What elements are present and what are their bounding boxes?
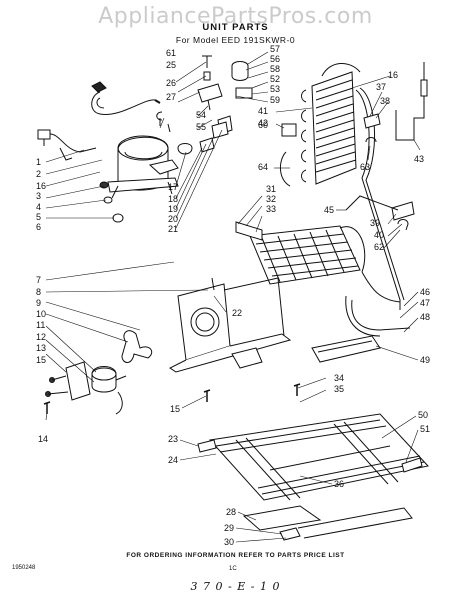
callout-34: 34 bbox=[334, 373, 344, 383]
callout-8: 8 bbox=[36, 287, 41, 297]
callout-37: 37 bbox=[376, 82, 386, 92]
callout-7: 7 bbox=[36, 275, 41, 285]
callout-29: 29 bbox=[224, 523, 234, 533]
diagram-title: UNIT PARTS bbox=[202, 22, 269, 33]
callout-40: 40 bbox=[374, 230, 384, 240]
callout-38: 38 bbox=[380, 96, 390, 106]
callout-48: 48 bbox=[420, 312, 430, 322]
model-line: For Model EED 191SKWR-0 bbox=[175, 35, 296, 45]
handwritten-code: 3 7 0 - E - 1 0 bbox=[190, 580, 281, 593]
callout-45: 45 bbox=[324, 205, 334, 215]
callout-labels: 1 2 3 4 5 6 7 8 9 10 11 12 13 14 15 16 1… bbox=[36, 44, 430, 547]
callout-11: 11 bbox=[36, 320, 45, 330]
power-cord bbox=[91, 81, 161, 115]
callout-39: 39 bbox=[370, 218, 380, 228]
callout-58: 58 bbox=[270, 64, 280, 74]
callout-53: 53 bbox=[270, 84, 280, 94]
wire-harness bbox=[37, 129, 97, 161]
compressor bbox=[107, 135, 179, 199]
suction-line bbox=[345, 195, 411, 337]
callout-49: 49 bbox=[420, 355, 430, 365]
ordering-footer: FOR ORDERING INFORMATION REFER TO PARTS … bbox=[126, 552, 345, 559]
callout-1: 1 bbox=[36, 157, 41, 167]
base-frame bbox=[197, 413, 429, 541]
callout-23: 23 bbox=[168, 434, 178, 444]
callout-25: 25 bbox=[166, 60, 176, 70]
callout-16: 16 bbox=[36, 181, 46, 191]
callout-4: 4 bbox=[36, 202, 41, 212]
document-number: 1950248 bbox=[12, 565, 36, 571]
callout-14: 14 bbox=[38, 434, 48, 444]
callout-20: 20 bbox=[168, 214, 178, 224]
callout-62: 62 bbox=[374, 242, 384, 252]
callout-12: 12 bbox=[36, 332, 46, 342]
page-mark: 1C bbox=[229, 566, 237, 572]
evaporator-coil bbox=[235, 221, 401, 303]
drier-tube bbox=[395, 62, 428, 141]
callout-42: 42 bbox=[258, 118, 268, 128]
callout-36: 36 bbox=[334, 479, 344, 489]
callout-leader-lines bbox=[45, 51, 421, 543]
callout-15: 15 bbox=[36, 355, 46, 365]
callout-47: 47 bbox=[420, 298, 430, 308]
callout-61: 61 bbox=[166, 48, 176, 58]
callout-50: 50 bbox=[418, 410, 428, 420]
callout-5: 5 bbox=[36, 212, 41, 222]
callout-41: 41 bbox=[258, 106, 268, 116]
fan-motor-assembly bbox=[45, 330, 153, 415]
callout-9: 9 bbox=[36, 298, 41, 308]
drain-pan bbox=[311, 335, 381, 363]
callout-46: 46 bbox=[420, 287, 430, 297]
callout-52: 52 bbox=[270, 74, 280, 84]
callout-21: 21 bbox=[168, 224, 178, 234]
callout-22: 22 bbox=[232, 308, 242, 318]
callout-60: 60 bbox=[258, 120, 268, 130]
callout-19: 19 bbox=[168, 204, 178, 214]
callout-17: 17 bbox=[168, 182, 178, 192]
callout-35: 35 bbox=[334, 384, 344, 394]
callout-43: 43 bbox=[414, 154, 424, 164]
watermark: AppliancePartsPros.com bbox=[98, 4, 373, 29]
callout-54: 54 bbox=[196, 110, 206, 120]
callout-32: 32 bbox=[266, 194, 276, 204]
callout-16-upper: 16 bbox=[388, 70, 398, 80]
callout-6: 6 bbox=[36, 222, 41, 232]
callout-3: 3 bbox=[36, 191, 41, 201]
callout-56: 56 bbox=[270, 54, 280, 64]
callout-13: 13 bbox=[36, 343, 46, 353]
callout-31: 31 bbox=[266, 184, 276, 194]
fan-shroud bbox=[169, 277, 292, 373]
callout-64: 64 bbox=[258, 162, 268, 172]
condenser-coil bbox=[281, 63, 405, 310]
callout-26: 26 bbox=[166, 78, 176, 88]
callout-63: 63 bbox=[360, 162, 370, 172]
relay-and-overload-parts bbox=[156, 55, 253, 155]
callout-30: 30 bbox=[224, 537, 234, 547]
callout-33: 33 bbox=[266, 204, 276, 214]
callout-57: 57 bbox=[270, 44, 280, 54]
tube-clips bbox=[280, 113, 415, 231]
callout-2: 2 bbox=[36, 169, 41, 179]
callout-24: 24 bbox=[168, 455, 178, 465]
callout-15-lower: 15 bbox=[170, 404, 180, 414]
callout-27: 27 bbox=[166, 92, 176, 102]
callout-10: 10 bbox=[36, 309, 46, 319]
callout-59: 59 bbox=[270, 95, 280, 105]
callout-28: 28 bbox=[226, 507, 236, 517]
callout-18: 18 bbox=[168, 194, 178, 204]
callout-51: 51 bbox=[420, 424, 430, 434]
callout-55: 55 bbox=[196, 122, 206, 132]
